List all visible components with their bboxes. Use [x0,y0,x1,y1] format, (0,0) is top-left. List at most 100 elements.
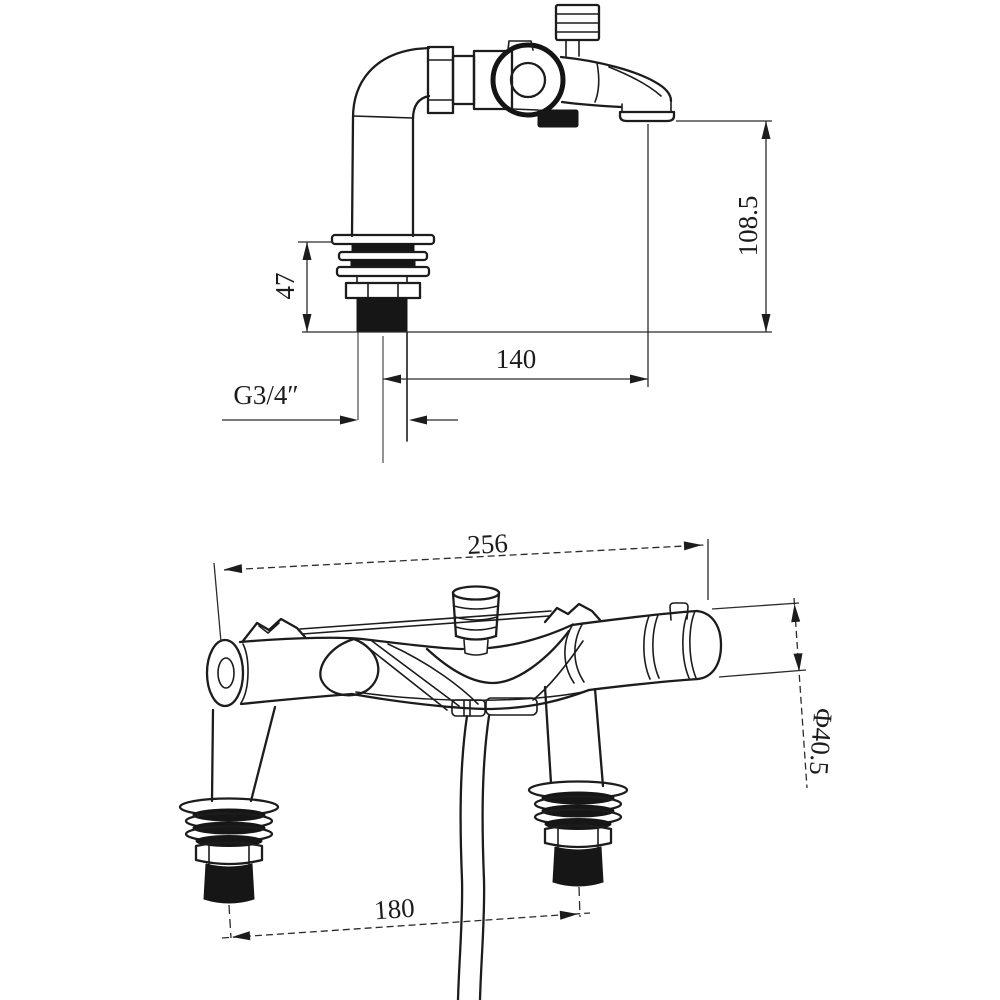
left-backnut-facets [208,842,250,865]
front-view-body [205,585,723,1000]
left-lobe [319,637,380,697]
casting-bottom [350,688,591,711]
ext-line-left [213,562,222,643]
handle-hub-inner [509,61,547,99]
right-barrel-rings [643,614,660,680]
arrowhead-up [761,121,771,139]
washer-2 [335,265,431,278]
left-lever-blades [241,617,307,643]
ext-line-bottom [718,669,807,678]
dim-body-diameter: Φ40.5 [711,597,839,789]
dim-overall-width: 256 [213,528,709,643]
lever-bar [299,610,552,635]
web-sweep [387,643,479,705]
arrowhead-right [630,374,648,384]
left-leg [210,705,277,803]
spout-underside [560,100,623,109]
arrowhead-down [761,314,771,332]
dim-spout-reach: 140 [383,124,649,387]
right-leg [543,685,605,788]
hub-top-tab [507,40,534,51]
barrel-bottom-left [239,692,354,706]
side-view-mounting-stack [330,233,436,463]
hose-outlet-detail [463,699,471,717]
dim-180-label: 180 [373,893,415,926]
spout-outlet-walls [621,100,672,113]
casting-top-left [360,637,465,651]
shower-hose-left [456,714,469,1000]
pipe-elbow-outline [350,46,431,238]
right-threaded-tail [552,846,604,887]
arrowhead-right [683,541,702,551]
spout-top-edge [559,55,673,103]
left-seal-2 [192,821,266,835]
arrowhead-up [302,242,312,260]
diverter-knob-ribs [555,13,600,33]
front-view-legs [178,685,629,939]
diverter-knob-stem [463,639,489,656]
arrowhead-left [232,931,251,941]
backnut-facets [367,282,399,299]
left-backnut [194,841,264,866]
dim-140-label: 140 [496,344,537,374]
web-v-curve [425,629,571,685]
threaded-tail [356,297,408,333]
spout-outlet-face [618,110,676,123]
pipe-joint-line [352,115,414,119]
arrowhead-left [224,564,243,574]
right-seal-1 [541,791,615,805]
backnut [344,281,422,300]
diverter-knob-top [451,585,501,601]
shower-hose-right [478,714,491,1000]
right-lever-blades [543,602,602,624]
washer-1 [337,250,429,262]
left-cap-ring [240,643,249,704]
dim-spout-height: 108.5 [676,120,772,332]
barrel-bottom-right [587,677,700,692]
web-diagonals [360,640,460,711]
right-backnut [543,824,613,849]
diverter-port [537,109,579,128]
left-lever-inner [258,622,280,634]
diverter-stem [565,39,580,57]
barrel-top-right [570,609,699,627]
arrowhead-down [302,314,312,332]
side-view: 47 108.5 140 G3/4″ [222,3,772,463]
arrowhead-right [340,415,358,425]
right-tail-centerline [578,886,581,918]
dim-line [221,912,591,939]
dim-thread-label: G3/4″ [233,380,298,410]
ext-line-top [711,602,800,610]
arrowhead-up [791,604,801,623]
right-cap-rings [682,610,697,679]
arrowhead-left [409,415,427,425]
dim-line [793,597,808,789]
side-view-tap-body [350,3,676,238]
dim-deck-thickness: 47 [270,241,333,332]
left-end-cap [205,638,245,708]
dim-diameter-label: Φ40.5 [804,707,839,776]
right-end-cap [695,609,723,681]
spout-crease-a [594,62,600,103]
right-backnut-facets [557,825,599,848]
dim-line [223,544,705,571]
valve-connector [451,54,476,106]
dim-inlet-thread: G3/4″ [222,380,458,425]
arrowhead-right [559,910,578,920]
seal-band-1 [351,243,415,253]
dim-108-5-label: 108.5 [733,196,763,257]
right-seal-2 [541,804,615,818]
diverter-knob-bottom [454,634,498,641]
barrel-top-left [238,636,364,644]
union-nut-facets [427,59,454,101]
left-tail-centerline [228,904,232,939]
hose-union [485,697,538,716]
union-nut [426,45,455,115]
deck-flange [330,233,436,246]
valve-underside [511,108,539,111]
left-cap-hole [217,657,235,689]
spout-crease-b [608,66,662,97]
handle-hub-outer [490,42,566,118]
